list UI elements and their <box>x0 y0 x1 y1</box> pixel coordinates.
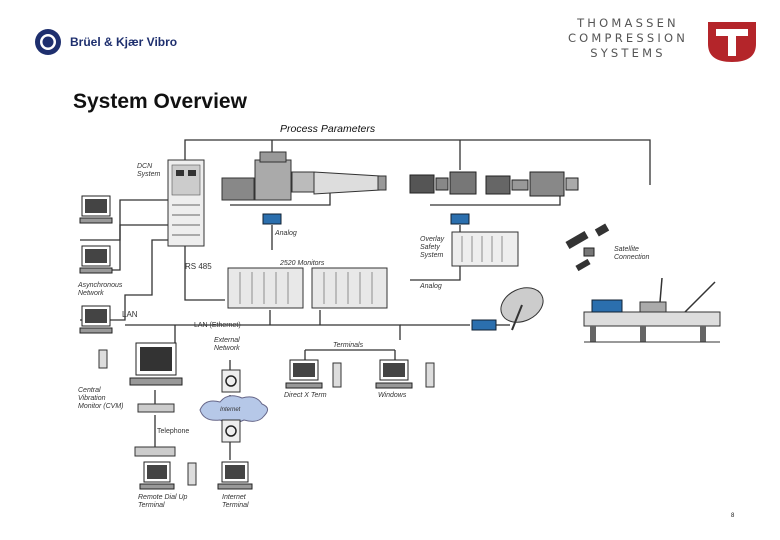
satellite-icon <box>565 223 610 272</box>
analog-label-2: Analog <box>420 283 442 290</box>
motor-pump-icon <box>409 171 579 197</box>
dcn-rack-icon <box>167 159 205 247</box>
sensor-box-1 <box>262 213 282 225</box>
computer-icon-2 <box>79 245 113 274</box>
inet-term-line-1: Internet <box>222 494 246 501</box>
central-monitor-computer-icon <box>129 342 183 413</box>
remote-dialup-label: Remote Dial Up Terminal <box>138 494 187 510</box>
modem-icon-1 <box>98 349 108 369</box>
central-monitor-label: Central Vibration Monitor (CVM) <box>78 387 124 411</box>
bk-vibro-logo: Brüel & Kjær Vibro <box>34 28 177 56</box>
ext-net-line-2: Network <box>214 345 240 352</box>
remote-dialup-computer-icon <box>139 461 197 490</box>
cvm-line-3: Monitor (CVM) <box>78 403 124 410</box>
dialup-line-1: Remote Dial Up <box>138 494 188 501</box>
internet-label: Internet <box>220 407 241 413</box>
analog-label-1: Analog <box>275 230 297 237</box>
sat-line-2: Connection <box>614 254 650 261</box>
async-network-label: Asynchronous Network <box>78 282 122 298</box>
terminals-label: Terminals <box>333 342 364 349</box>
compressor-train-icon <box>221 151 387 201</box>
inet-term-line-2: Terminal <box>222 502 249 509</box>
terminal-computer-1 <box>285 359 342 389</box>
satellite-connection-label: Satellite Connection <box>614 246 649 262</box>
dcn-label-line-2: System <box>137 171 161 178</box>
computer-icon-3 <box>79 305 113 334</box>
overlay-system-label: Overlay Safety System <box>420 236 444 260</box>
sat-line-1: Satellite <box>614 246 639 253</box>
bk-circle-icon <box>35 29 61 55</box>
thomassen-wordmark: THOMASSEN COMPRESSION SYSTEMS <box>568 16 688 61</box>
slide-title: System Overview <box>73 90 247 113</box>
telephone-label: Telephone <box>157 428 190 435</box>
sensor-box-2 <box>450 213 470 225</box>
async-line-2: Network <box>78 290 104 297</box>
telephone-exchange-icon <box>134 446 176 457</box>
bk-logo-text: Brüel & Kjær Vibro <box>70 35 178 49</box>
overlay-line-2: Safety <box>420 244 440 251</box>
thomassen-line-3: SYSTEMS <box>590 46 666 60</box>
dcn-label-line-1: DCN <box>137 163 153 170</box>
thomassen-line-1: THOMASSEN <box>577 16 679 30</box>
terminal-computer-2 <box>375 359 435 389</box>
cvm-line-2: Vibration <box>78 395 106 402</box>
dialup-line-2: Terminal <box>138 502 165 509</box>
page-number: 8 <box>731 513 735 519</box>
lan-label: LAN <box>122 310 138 319</box>
dcn-system-label: DCN System <box>137 163 160 179</box>
process-parameters-label: Process Parameters <box>280 123 376 135</box>
ext-net-line-1: External <box>214 337 240 344</box>
overlay-safety-rack-icon <box>451 231 519 267</box>
satellite-dish-icon <box>471 287 544 331</box>
windows-terminal-label: Windows <box>378 392 407 399</box>
external-network-label: External Network <box>214 337 240 353</box>
monitor-racks-icon <box>227 267 388 309</box>
rs485-label: RS 485 <box>185 262 212 271</box>
at-box-icon-2 <box>221 419 241 443</box>
x-terminal-label: Direct X Term <box>284 392 327 399</box>
monitors-label: 2520 Monitors <box>280 260 325 267</box>
lan-ethernet-label: LAN (Ethernet) <box>194 322 241 329</box>
at-box-icon-1 <box>221 369 241 393</box>
overlay-line-1: Overlay <box>420 236 445 243</box>
cvm-line-1: Central <box>78 387 101 394</box>
async-line-1: Asynchronous <box>78 282 123 289</box>
thomassen-t-logo-icon <box>708 22 756 62</box>
overlay-line-3: System <box>420 252 444 259</box>
offshore-platform-icon <box>583 277 721 343</box>
computer-icon-1 <box>79 195 113 224</box>
thomassen-line-2: COMPRESSION <box>567 31 688 45</box>
internet-terminal-computer-icon <box>217 461 253 490</box>
internet-terminal-label: Internet Terminal <box>222 494 249 510</box>
